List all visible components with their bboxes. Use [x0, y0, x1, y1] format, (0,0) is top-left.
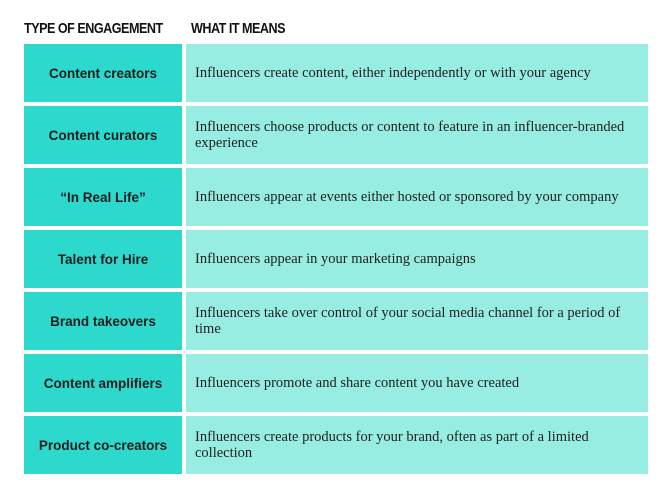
engagement-meaning-cell: Influencers appear in your marketing cam… — [186, 230, 648, 288]
table-row: Talent for Hire Influencers appear in yo… — [24, 230, 648, 288]
engagement-type-cell: Product co-creators — [24, 416, 182, 474]
engagement-type-cell: Content amplifiers — [24, 354, 182, 412]
engagement-meaning-cell: Influencers create products for your bra… — [186, 416, 648, 474]
engagement-meaning-cell: Influencers appear at events either host… — [186, 168, 648, 226]
table-header: TYPE OF ENGAGEMENT WHAT IT MEANS — [24, 20, 644, 42]
table-row: Content amplifiers Influencers promote a… — [24, 354, 648, 412]
engagement-type-cell: “In Real Life” — [24, 168, 182, 226]
engagement-type-cell: Brand takeovers — [24, 292, 182, 350]
engagement-type-cell: Talent for Hire — [24, 230, 182, 288]
table-row: “In Real Life” Influencers appear at eve… — [24, 168, 648, 226]
table-row: Content curators Influencers choose prod… — [24, 106, 648, 164]
header-type-of-engagement: TYPE OF ENGAGEMENT — [24, 20, 163, 37]
engagement-meaning-cell: Influencers choose products or content t… — [186, 106, 648, 164]
table-row: Product co-creators Influencers create p… — [24, 416, 648, 474]
engagement-meaning-cell: Influencers take over control of your so… — [186, 292, 648, 350]
engagement-meaning-cell: Influencers promote and share content yo… — [186, 354, 648, 412]
header-what-it-means: WHAT IT MEANS — [191, 20, 286, 37]
engagement-type-cell: Content creators — [24, 44, 182, 102]
engagement-table: Content creators Influencers create cont… — [24, 44, 648, 478]
table-row: Content creators Influencers create cont… — [24, 44, 648, 102]
engagement-type-cell: Content curators — [24, 106, 182, 164]
table-row: Brand takeovers Influencers take over co… — [24, 292, 648, 350]
engagement-meaning-cell: Influencers create content, either indep… — [186, 44, 648, 102]
